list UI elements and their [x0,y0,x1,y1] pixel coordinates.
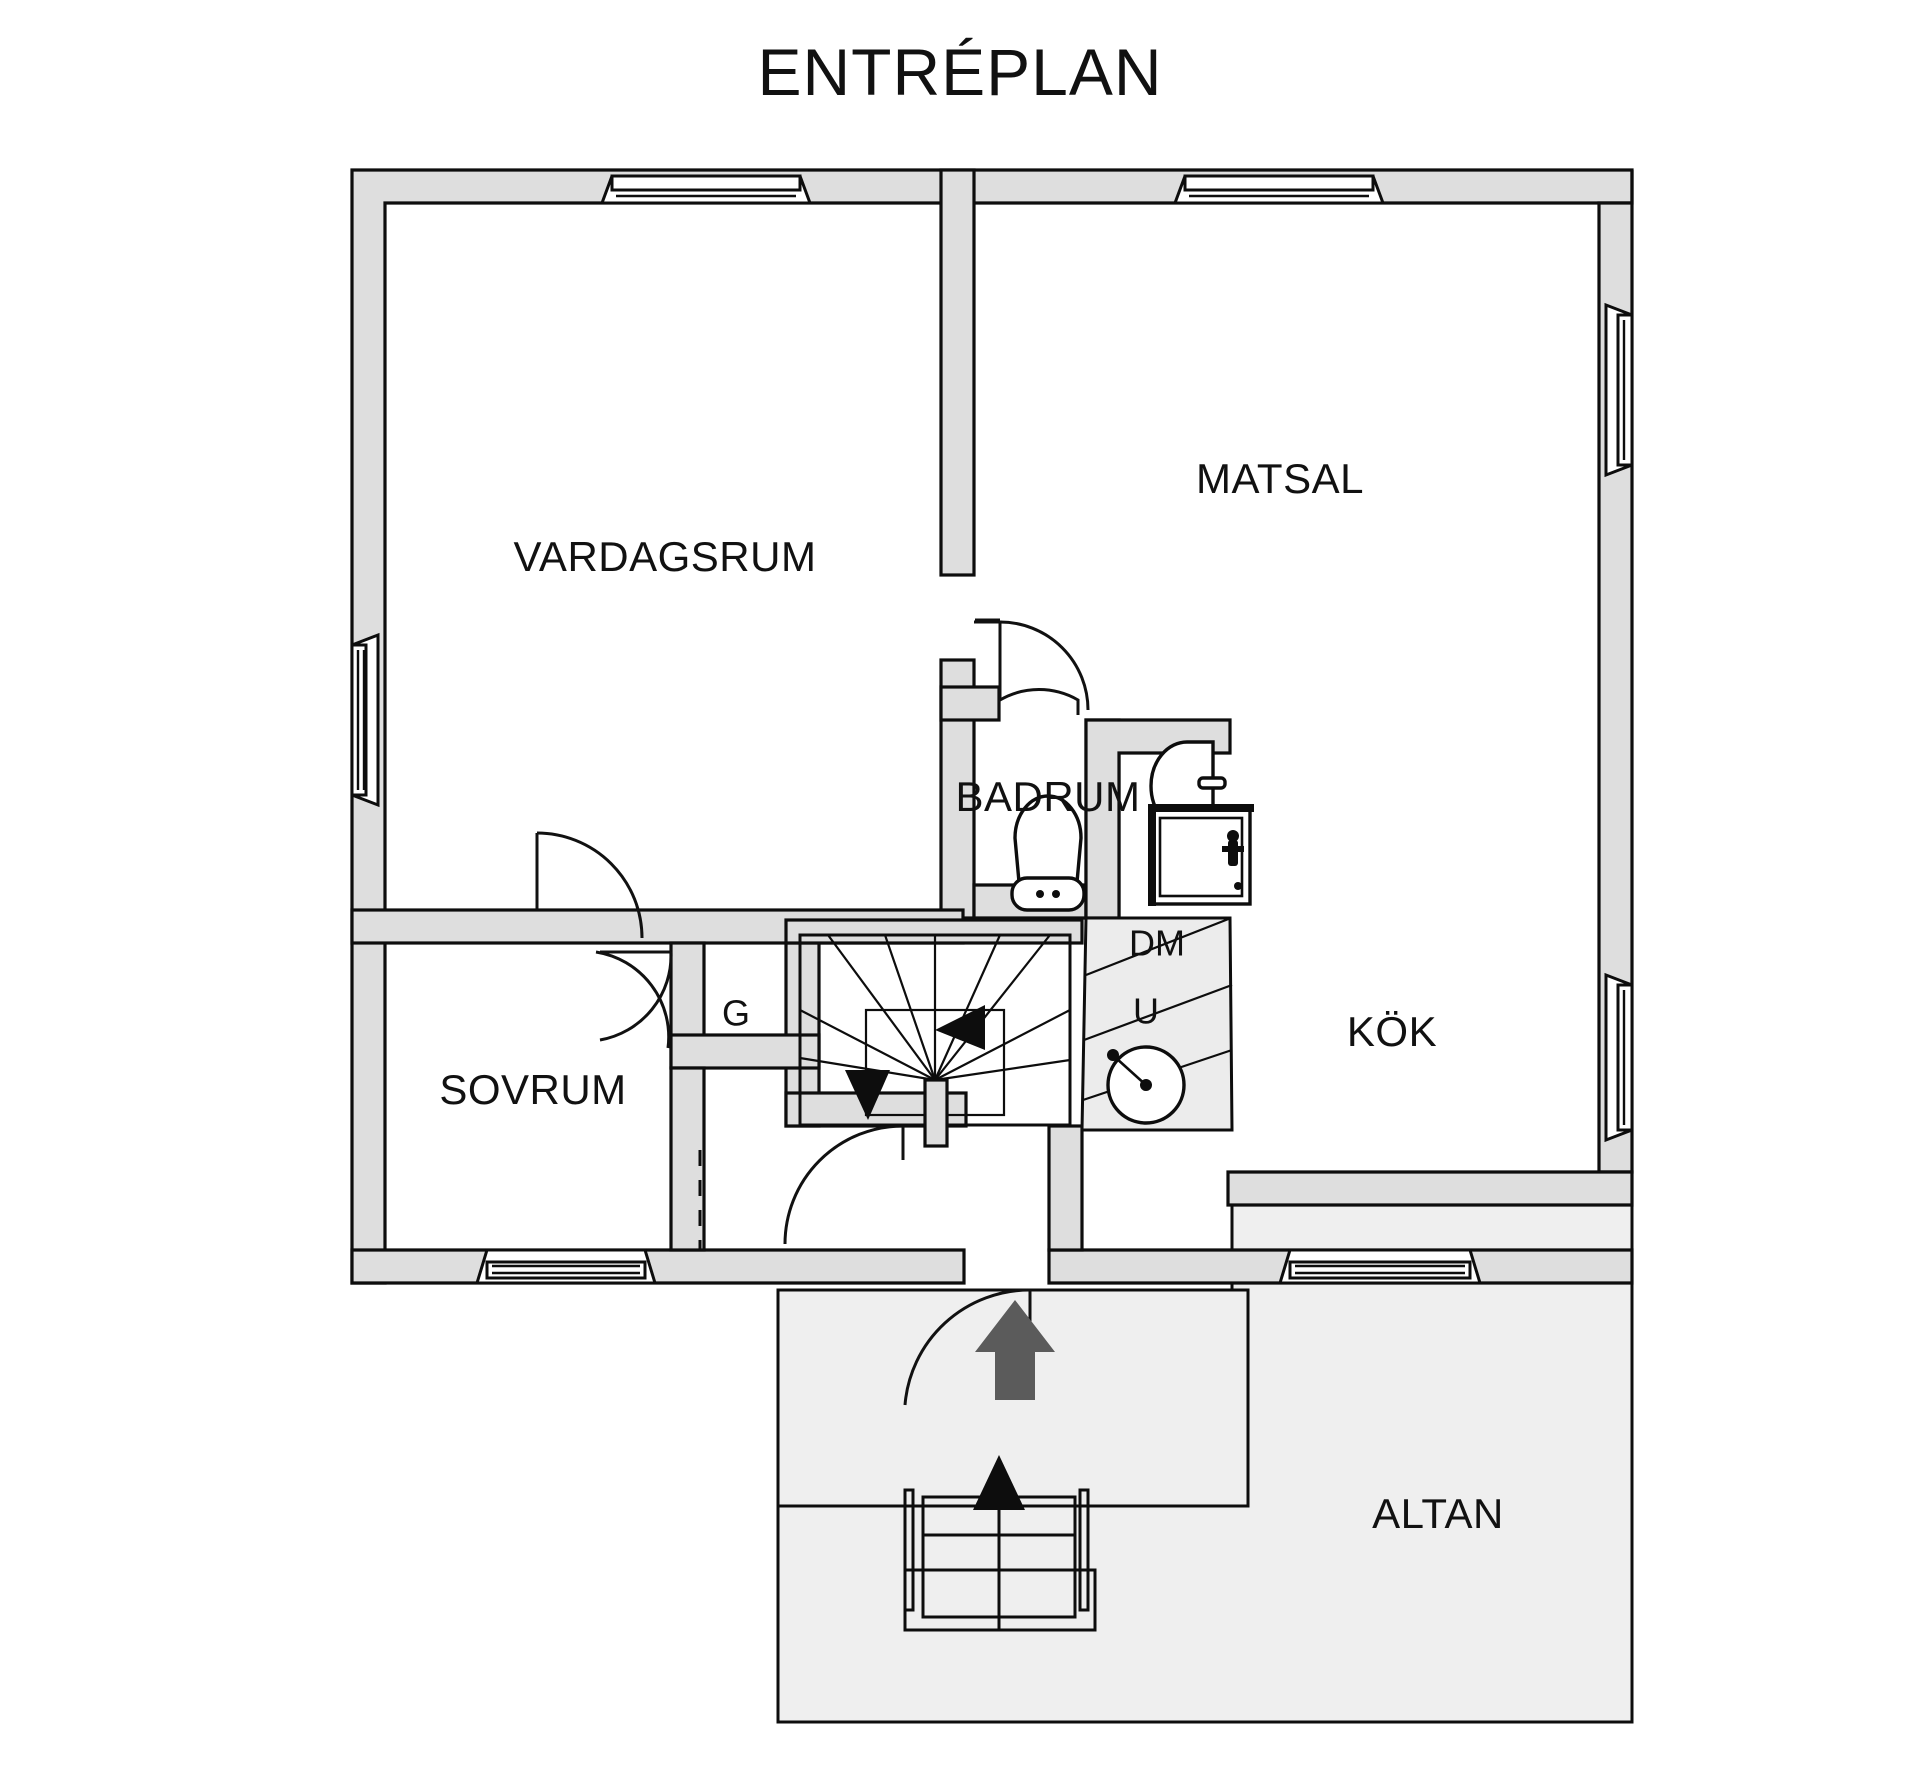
room-label-vardagsrum: VARDAGSRUM [514,533,817,580]
window-south-left [474,1248,658,1285]
hall-door [783,1124,905,1245]
label-diskmaskin: DM [1129,923,1185,964]
bedroom-door [535,831,644,939]
toilet-icon [1010,794,1086,912]
closet-door [595,950,673,1049]
entrance-direction-arrow [975,1300,1055,1400]
doors [535,618,1090,1406]
bathroom-door [974,618,1090,715]
window-north-left [599,174,813,205]
stair-direction-arrow-2 [845,1070,890,1120]
room-label-matsal: MATSAL [1196,455,1364,502]
kitchen-appliance-block [1080,916,1234,1132]
room-label-sovrum: SOVRUM [439,1066,626,1113]
interior-walls [350,168,1232,1252]
stair-direction-arrow-1 [935,1005,985,1050]
window-south-right [1277,1248,1483,1285]
window-west [350,632,380,808]
windows [350,174,1634,1285]
label-ugn: U [1133,991,1159,1032]
bathroom-fixtures [1010,740,1254,912]
deck-staircase [903,1455,1097,1632]
deck-stair-arrow [973,1455,1025,1510]
window-east-lower [1604,972,1634,1143]
window-east-upper [1604,302,1634,478]
window-north-right [1172,174,1386,205]
label-garderob: G [722,993,750,1034]
room-label-badrum: BADRUM [955,773,1140,820]
room-labels: VARDAGSRUM MATSAL BADRUM KÖK SOVRUM ALTA… [439,455,1504,1537]
interior-staircase [798,933,1072,1148]
appliance-labels: G DM U [722,923,1185,1034]
shower-icon [1148,804,1254,906]
room-label-kok: KÖK [1347,1008,1437,1055]
page-title: ENTRÉPLAN [757,35,1163,109]
room-label-altan: ALTAN [1372,1490,1504,1537]
